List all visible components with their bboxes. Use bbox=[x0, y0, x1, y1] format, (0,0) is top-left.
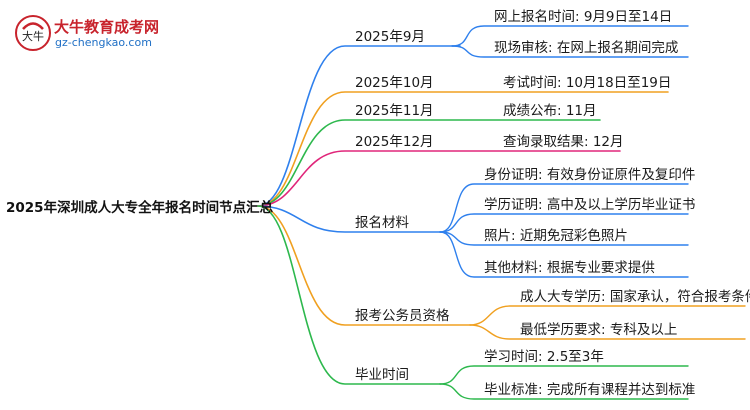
branch-label[interactable]: 2025年10月 bbox=[355, 75, 434, 91]
branch-label[interactable]: 2025年11月 bbox=[355, 103, 434, 119]
branch-connector bbox=[257, 91, 669, 207]
branch-connector bbox=[257, 205, 441, 233]
leaf-label[interactable]: 网上报名时间: 9月9日至14日 bbox=[494, 9, 673, 25]
logo-title: 大牛教育成考网 bbox=[54, 18, 160, 36]
leaf-connector bbox=[469, 305, 746, 326]
leaf-connector bbox=[439, 231, 689, 246]
leaf-label[interactable]: 现场审核: 在网上报名期间完成 bbox=[494, 40, 679, 56]
leaf-label[interactable]: 考试时间: 10月18日至19日 bbox=[503, 75, 672, 91]
leaf-label[interactable]: 成人大专学历: 国家承认，符合报考条件 bbox=[520, 289, 750, 305]
svg-text:大牛: 大牛 bbox=[22, 29, 44, 43]
leaf-label[interactable]: 学历证明: 高中及以上学历毕业证书 bbox=[484, 197, 696, 213]
logo-url: gz-chengkao.com bbox=[55, 36, 152, 49]
leaf-connector bbox=[439, 383, 689, 400]
leaf-label[interactable]: 学习时间: 2.5至3年 bbox=[484, 349, 604, 365]
branch-connector bbox=[257, 119, 601, 207]
leaf-connector bbox=[439, 213, 689, 233]
branch-label[interactable]: 2025年12月 bbox=[355, 134, 434, 150]
leaf-label[interactable]: 查询录取结果: 12月 bbox=[503, 134, 624, 150]
leaf-label[interactable]: 身份证明: 有效身份证原件及复印件 bbox=[484, 167, 696, 183]
branch-label[interactable]: 报考公务员资格 bbox=[355, 308, 450, 324]
site-logo[interactable]: 大牛 大牛教育成考网 gz-chengkao.com bbox=[14, 14, 164, 54]
branch-connector bbox=[257, 150, 621, 207]
leaf-connector bbox=[451, 25, 689, 47]
branch-connector bbox=[257, 45, 461, 207]
leaf-label[interactable]: 毕业标准: 完成所有课程并达到标准 bbox=[484, 382, 696, 398]
leaf-label[interactable]: 其他材料: 根据专业要求提供 bbox=[484, 260, 655, 276]
leaf-label[interactable]: 照片: 近期免冠彩色照片 bbox=[484, 228, 628, 244]
leaf-connector bbox=[439, 365, 689, 385]
leaf-label[interactable]: 最低学历要求: 专科及以上 bbox=[520, 322, 678, 338]
leaf-connector bbox=[439, 231, 689, 278]
leaf-label[interactable]: 成绩公布: 11月 bbox=[503, 103, 597, 119]
branch-label[interactable]: 毕业时间 bbox=[355, 367, 409, 383]
mindmap-root-node[interactable]: 2025年深圳成人大专全年报名时间节点汇总 bbox=[6, 200, 274, 216]
branch-label[interactable]: 报名材料 bbox=[355, 215, 409, 231]
leaf-connector bbox=[451, 45, 689, 58]
branch-label[interactable]: 2025年9月 bbox=[355, 29, 425, 45]
leaf-connector bbox=[439, 183, 689, 233]
leaf-connector bbox=[469, 324, 746, 340]
bull-logo-icon: 大牛 bbox=[15, 15, 51, 51]
branch-connector bbox=[257, 205, 441, 385]
branch-connector bbox=[257, 205, 471, 326]
